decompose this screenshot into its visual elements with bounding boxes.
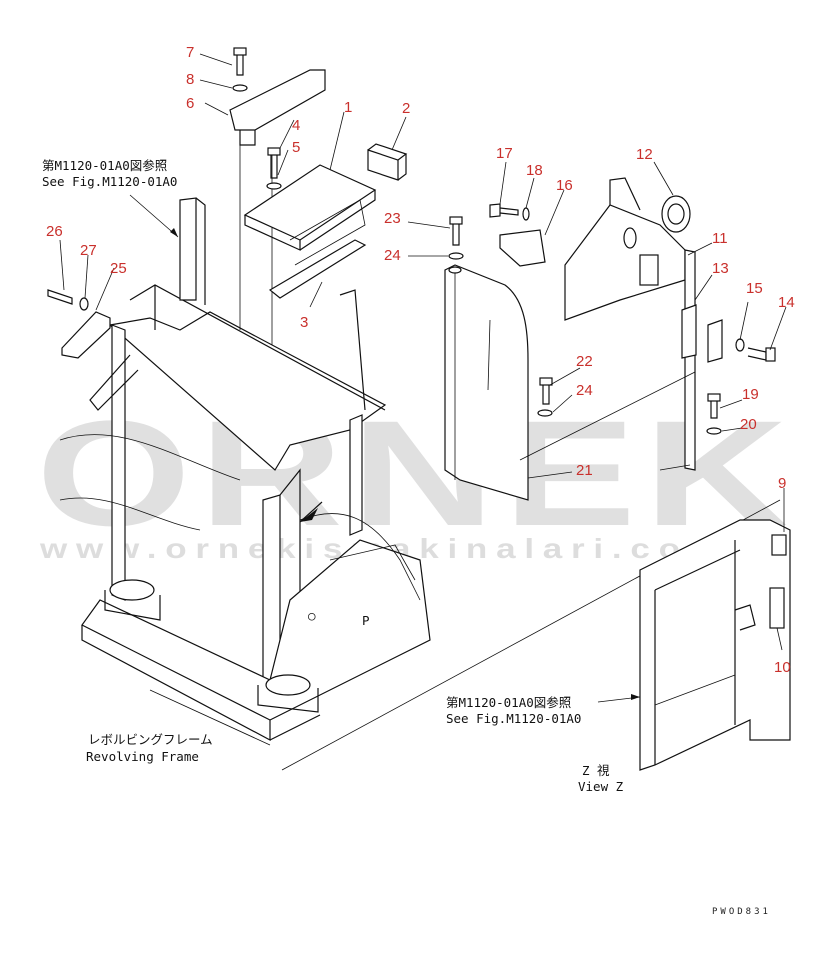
callout-1: 1	[344, 99, 352, 116]
callout-15: 15	[746, 280, 763, 297]
callout-20: 20	[740, 416, 757, 433]
callout-24-lower: 24	[576, 382, 593, 399]
reference-note-right-en: See Fig.M1120-01A0	[446, 711, 581, 726]
reference-note-left-jp: 第M1120-01A0図参照	[42, 158, 167, 173]
reference-note-right-jp: 第M1120-01A0図参照	[446, 695, 571, 710]
drawing-code: PWOD831	[712, 907, 771, 917]
reference-note-left-en: See Fig.M1120-01A0	[42, 174, 177, 189]
svg-text:○: ○	[308, 608, 316, 623]
callout-18: 18	[526, 162, 543, 179]
callout-leaders	[59, 53, 787, 651]
cover-panel-21	[444, 216, 553, 501]
callout-14: 14	[778, 294, 795, 311]
frame-label-jp: レボルビングフレーム	[88, 732, 213, 747]
callout-12: 12	[636, 146, 653, 163]
svg-text:P: P	[362, 613, 370, 628]
callout-3: 3	[300, 314, 308, 331]
revolving-frame: ○ P	[59, 284, 781, 771]
callout-21: 21	[576, 462, 593, 479]
callout-labels: 1 2 3 4 5 6 7 8 9 10 11 12 13 14 15 16 1…	[46, 44, 795, 676]
callout-8: 8	[186, 71, 194, 88]
callout-26: 26	[46, 223, 63, 240]
callout-5: 5	[292, 139, 300, 156]
view-label-en: View Z	[578, 779, 624, 794]
callout-10: 10	[774, 659, 791, 676]
frame-label-en: Revolving Frame	[86, 749, 199, 764]
callout-24-upper: 24	[384, 247, 401, 264]
view-z	[639, 519, 791, 771]
notes: 第M1120-01A0図参照 See Fig.M1120-01A0 第M1120…	[42, 158, 771, 917]
right-frame-11	[489, 177, 776, 471]
callout-9: 9	[778, 475, 786, 492]
view-label-jp: Z 視	[582, 763, 610, 778]
callout-16: 16	[556, 177, 573, 194]
bracket-25	[47, 289, 111, 359]
callout-17: 17	[496, 145, 513, 162]
bracket-assembly-6	[229, 47, 326, 345]
watermark-brand: ORNEK	[36, 389, 796, 557]
callout-11: 11	[712, 230, 728, 247]
callout-4: 4	[292, 117, 300, 134]
post-member	[179, 197, 206, 305]
callout-13: 13	[712, 260, 729, 277]
callout-2: 2	[402, 100, 410, 117]
callout-19: 19	[742, 386, 759, 403]
watermark: ORNEK www.ornekismakinalari.com.tr	[36, 389, 796, 564]
callout-22: 22	[576, 353, 593, 370]
reference-arrows	[129, 194, 641, 703]
callout-7: 7	[186, 44, 194, 61]
callout-6: 6	[186, 95, 194, 112]
plate-assembly-1	[243, 143, 408, 299]
callout-25: 25	[110, 260, 127, 277]
callout-23: 23	[384, 210, 401, 227]
callout-27: 27	[80, 242, 97, 259]
